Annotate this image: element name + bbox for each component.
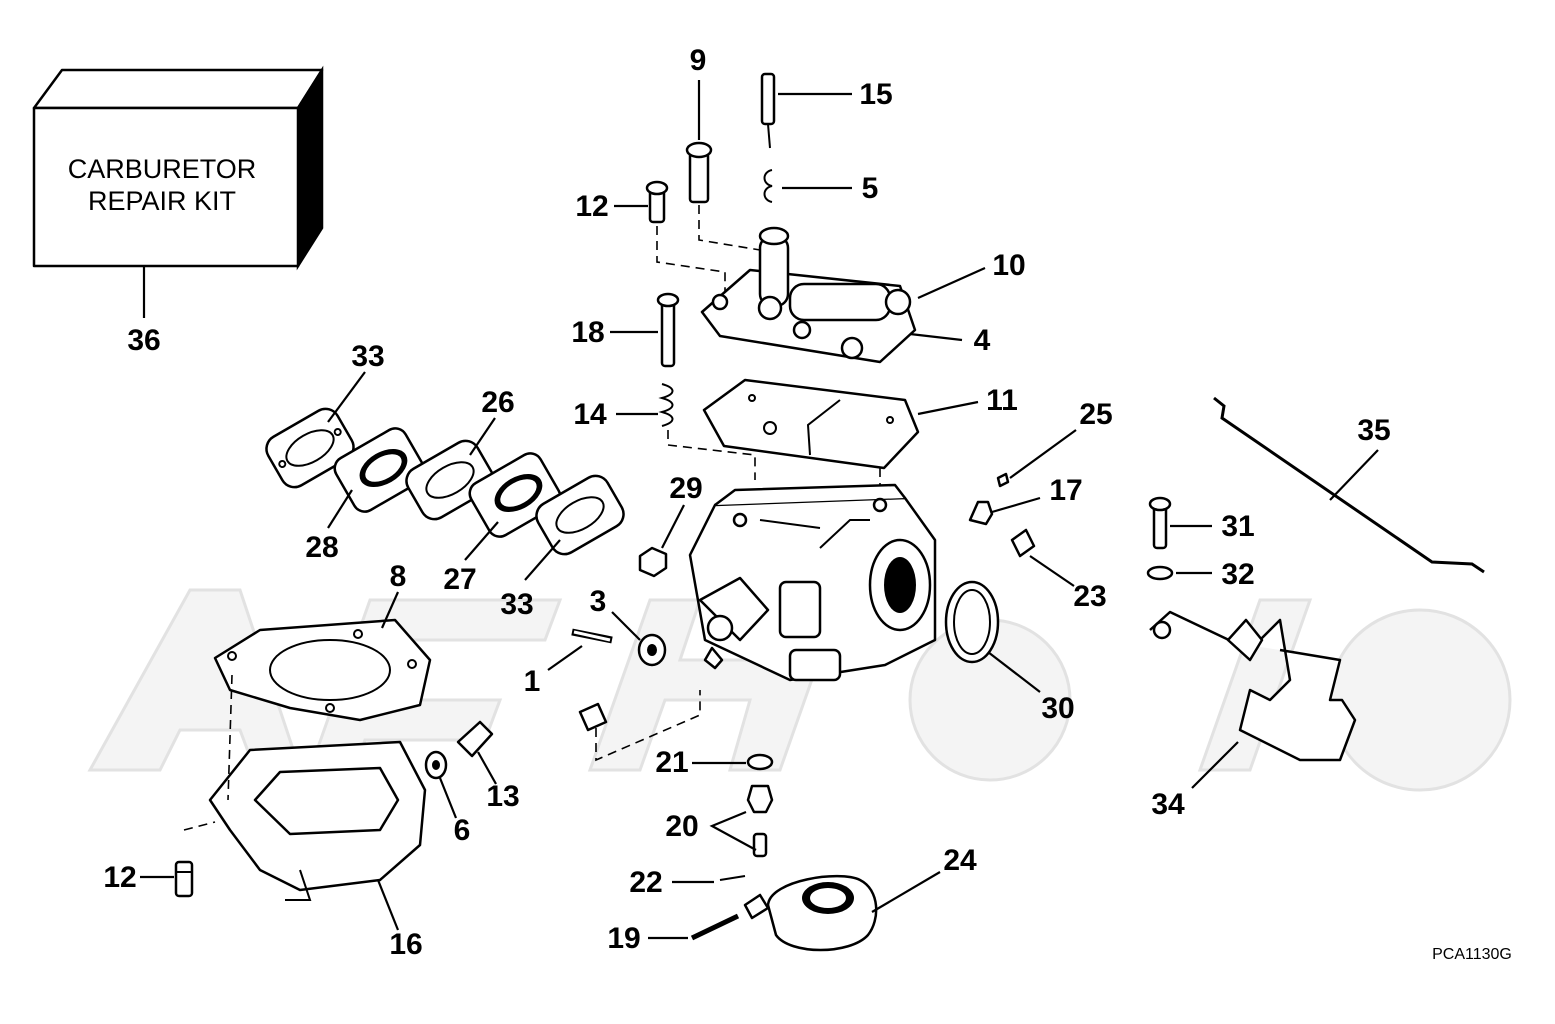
callout-15: 15 bbox=[859, 78, 892, 111]
float-bowl-gasket bbox=[213, 591, 432, 722]
callout-9: 9 bbox=[690, 44, 707, 77]
flange-gaskets bbox=[265, 371, 625, 581]
callout-30: 30 bbox=[1041, 692, 1074, 725]
throttle-gasket-ring bbox=[944, 580, 1041, 693]
callout-29: 29 bbox=[669, 472, 702, 505]
callout-18: 18 bbox=[571, 316, 604, 349]
small-hardware-left bbox=[547, 504, 701, 762]
top-cover-plate bbox=[700, 226, 986, 364]
callout-10: 10 bbox=[992, 249, 1025, 282]
callout-19: 19 bbox=[607, 922, 640, 955]
figure-code: PCA1130G bbox=[1432, 946, 1512, 963]
callout-16: 16 bbox=[389, 928, 422, 961]
callout-36: 36 bbox=[127, 324, 160, 357]
callout-3: 3 bbox=[590, 585, 607, 618]
callout-12-top: 12 bbox=[575, 190, 608, 223]
callout-4: 4 bbox=[974, 324, 991, 357]
callout-5: 5 bbox=[862, 172, 879, 205]
intake-silencer bbox=[1149, 610, 1357, 789]
kit-label-line1: CARBURETOR bbox=[68, 154, 257, 184]
callout-24: 24 bbox=[943, 844, 977, 877]
callout-28: 28 bbox=[305, 531, 338, 564]
callout-6: 6 bbox=[454, 814, 471, 847]
link-rod bbox=[1213, 396, 1485, 574]
lower-hardware bbox=[648, 753, 941, 952]
callout-32: 32 bbox=[1221, 558, 1254, 591]
callout-13: 13 bbox=[486, 780, 519, 813]
carburetor-repair-kit-box: CARBURETOR REPAIR KIT bbox=[32, 65, 324, 318]
callout-33-top: 33 bbox=[351, 340, 384, 373]
bowl-screw bbox=[140, 860, 194, 898]
callout-8: 8 bbox=[390, 560, 407, 593]
float-bowl bbox=[183, 674, 427, 931]
lever-screw-washer bbox=[1146, 496, 1212, 581]
callout-31: 31 bbox=[1221, 510, 1254, 543]
callout-27: 27 bbox=[443, 563, 476, 596]
callout-17: 17 bbox=[1049, 474, 1082, 507]
drain-plug-parts bbox=[424, 720, 497, 819]
right-side-hardware bbox=[968, 429, 1077, 587]
callout-14: 14 bbox=[573, 398, 607, 431]
callout-26: 26 bbox=[481, 386, 514, 419]
callout-22: 22 bbox=[629, 866, 662, 899]
callout-1: 1 bbox=[524, 665, 541, 698]
callout-labels: 36 33 28 26 27 33 8 3 1 29 6 13 16 12 9 … bbox=[103, 44, 1390, 961]
callout-35: 35 bbox=[1357, 414, 1390, 447]
callout-21: 21 bbox=[655, 746, 688, 779]
callout-20: 20 bbox=[665, 810, 698, 843]
callout-33-bottom: 33 bbox=[500, 588, 533, 621]
cover-gasket bbox=[702, 378, 979, 500]
callout-23: 23 bbox=[1073, 580, 1106, 613]
callout-34: 34 bbox=[1151, 788, 1185, 821]
callout-25: 25 bbox=[1079, 398, 1112, 431]
kit-label-line2: REPAIR KIT bbox=[88, 186, 236, 216]
carburetor-body bbox=[688, 483, 937, 682]
top-cover-screws bbox=[610, 72, 852, 480]
callout-12-bottom: 12 bbox=[103, 861, 136, 894]
callout-11: 11 bbox=[986, 384, 1018, 417]
